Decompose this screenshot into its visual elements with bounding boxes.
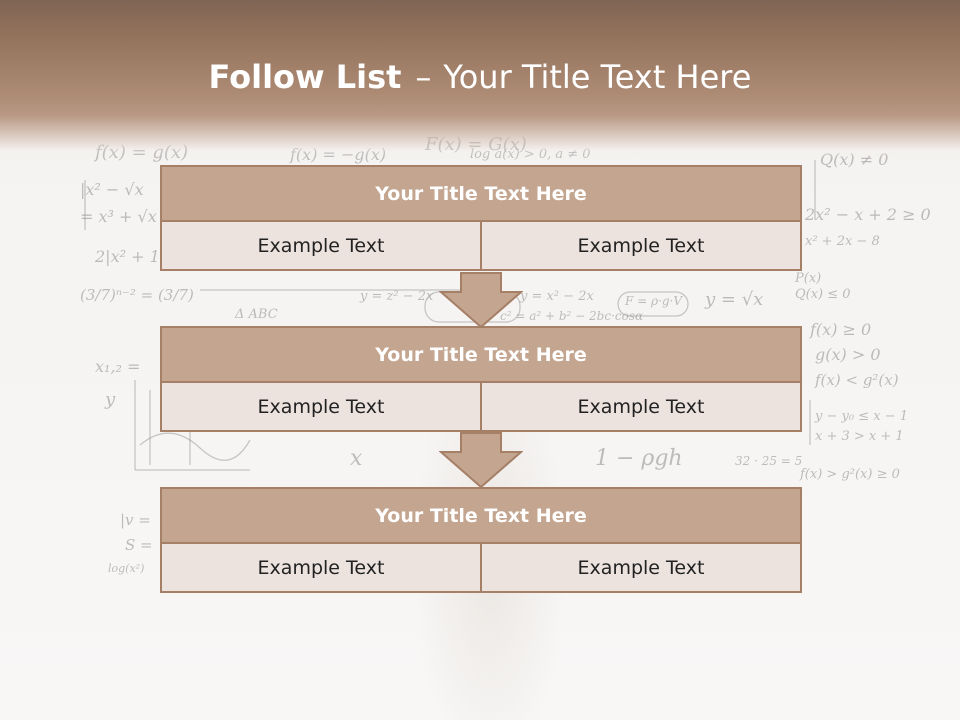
list-block-3: Your Title Text Here Example Text Exampl… xyxy=(160,487,802,593)
svg-text:= x³ + √x: = x³ + √x xyxy=(80,207,157,226)
svg-text:c² = a² + b² − 2bc·cosα: c² = a² + b² − 2bc·cosα xyxy=(500,309,643,323)
svg-text:S =: S = xyxy=(125,536,153,554)
svg-text:y = x² − 2x: y = x² − 2x xyxy=(519,289,594,304)
down-arrow-icon xyxy=(439,272,523,328)
block-right-text[interactable]: Example Text xyxy=(480,220,802,271)
svg-text:2x² − x + 2 ≥ 0: 2x² − x + 2 ≥ 0 xyxy=(804,205,931,224)
svg-text:f(x) < g²(x): f(x) < g²(x) xyxy=(814,371,899,389)
svg-text:|x² − √x: |x² − √x xyxy=(80,180,144,199)
down-arrow-icon xyxy=(439,432,523,488)
block-title[interactable]: Your Title Text Here xyxy=(160,487,802,544)
list-block-2: Your Title Text Here Example Text Exampl… xyxy=(160,326,802,432)
svg-text:x: x xyxy=(350,446,363,471)
slide-title: Follow List–Your Title Text Here xyxy=(0,55,960,99)
slide-title-separator: – xyxy=(415,58,432,96)
block-title[interactable]: Your Title Text Here xyxy=(160,165,802,222)
svg-text:y: y xyxy=(104,389,116,410)
block-left-text[interactable]: Example Text xyxy=(160,220,482,271)
svg-text:Δ ABC: Δ ABC xyxy=(234,307,278,322)
svg-text:y = z² − 2x: y = z² − 2x xyxy=(359,289,434,304)
svg-text:x₁,₂ =: x₁,₂ = xyxy=(95,357,140,376)
slide-title-sub: Your Title Text Here xyxy=(443,58,752,96)
svg-text:2|x² + 1: 2|x² + 1 xyxy=(94,247,160,266)
svg-text:y = √x: y = √x xyxy=(704,289,763,310)
svg-text:x + 3 > x + 1: x + 3 > x + 1 xyxy=(815,429,904,444)
block-right-text[interactable]: Example Text xyxy=(480,542,802,593)
svg-text:|v =: |v = xyxy=(120,511,151,529)
svg-text:(3/7)ⁿ⁻² = (3/7): (3/7)ⁿ⁻² = (3/7) xyxy=(80,286,194,304)
list-block-1: Your Title Text Here Example Text Exampl… xyxy=(160,165,802,271)
svg-text:f(x) ≥ 0: f(x) ≥ 0 xyxy=(809,320,871,339)
slide-title-main: Follow List xyxy=(208,58,402,96)
svg-text:f(x) > g²(x) ≥ 0: f(x) > g²(x) ≥ 0 xyxy=(799,467,900,482)
block-left-text[interactable]: Example Text xyxy=(160,542,482,593)
svg-text:F = ρ·g·V: F = ρ·g·V xyxy=(624,294,683,308)
svg-text:1 − ρgh: 1 − ρgh xyxy=(595,446,683,471)
svg-text:x² + 2x − 8: x² + 2x − 8 xyxy=(805,234,880,249)
svg-text:log(x²): log(x²) xyxy=(108,562,144,575)
svg-text:g(x) > 0: g(x) > 0 xyxy=(815,345,881,364)
header-band xyxy=(0,0,960,160)
svg-text:P(x): P(x) xyxy=(794,271,821,286)
block-left-text[interactable]: Example Text xyxy=(160,381,482,432)
svg-text:y − y₀ ≤ x − 1: y − y₀ ≤ x − 1 xyxy=(814,409,908,424)
svg-text:32 · 25 = 5: 32 · 25 = 5 xyxy=(735,454,802,468)
svg-text:Q(x) ≤ 0: Q(x) ≤ 0 xyxy=(795,287,851,302)
block-title[interactable]: Your Title Text Here xyxy=(160,326,802,383)
block-right-text[interactable]: Example Text xyxy=(480,381,802,432)
